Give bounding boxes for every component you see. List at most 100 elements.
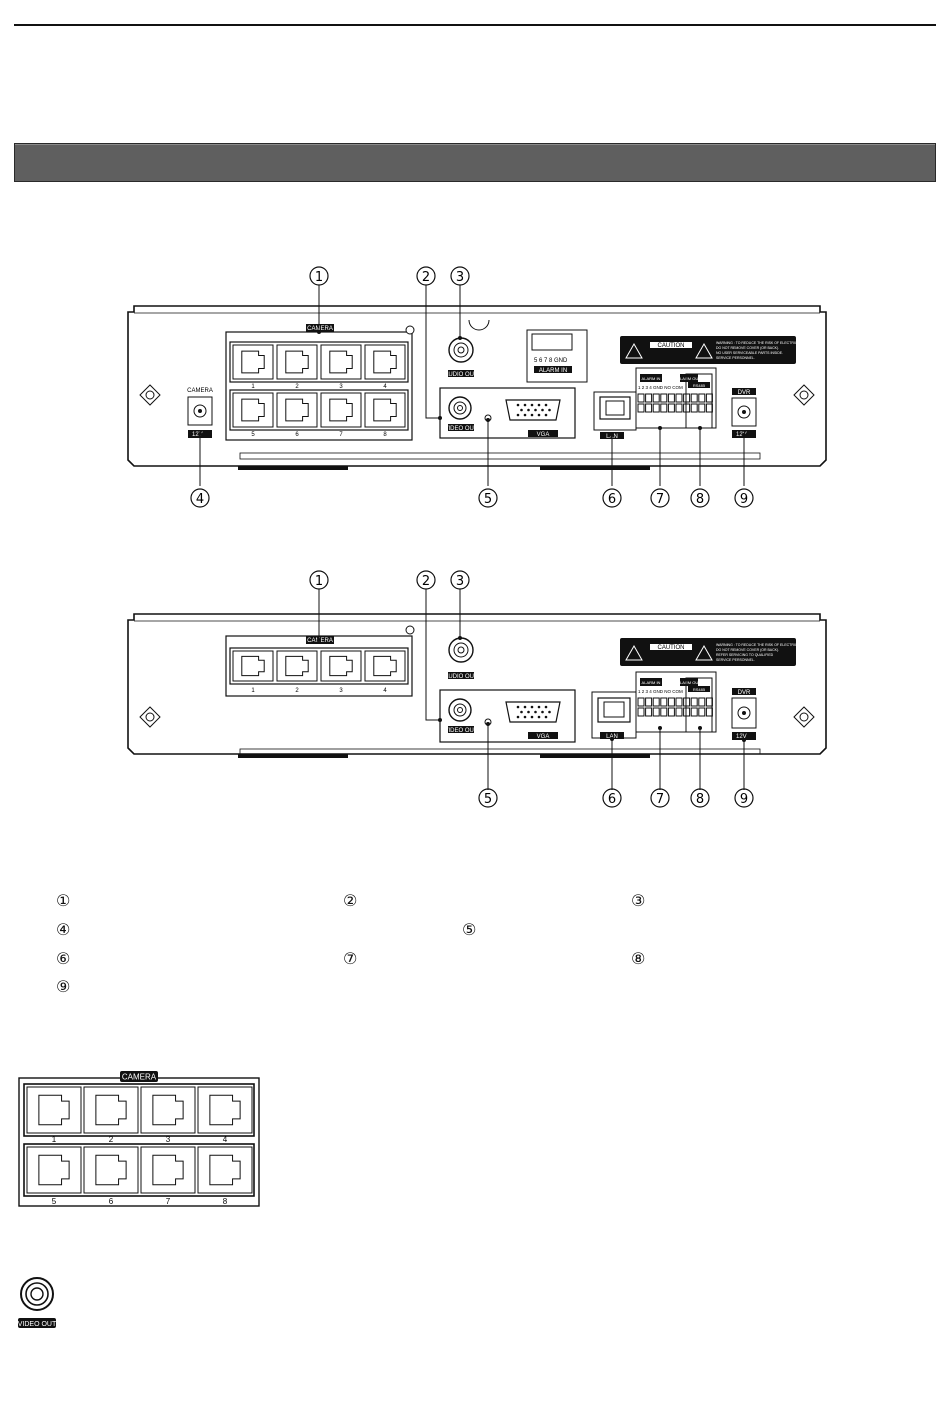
port-number-label: 6: [295, 432, 299, 438]
port-number-label: 5: [52, 1197, 57, 1206]
mount-hole-right: [793, 384, 815, 406]
svg-text:5: 5: [484, 792, 492, 807]
svg-text:RS485: RS485: [693, 687, 706, 692]
svg-text:REFER SERVICING TO QUALIFIED: REFER SERVICING TO QUALIFIED: [716, 653, 774, 657]
svg-text:6: 6: [608, 492, 616, 507]
svg-text:8: 8: [696, 792, 704, 807]
svg-text:2: 2: [422, 574, 430, 589]
svg-text:CAUTION: CAUTION: [658, 343, 685, 349]
rj-port: [197, 1146, 253, 1194]
top-rule: [14, 24, 936, 26]
port-number-label: 7: [339, 432, 343, 438]
rj-port: [364, 650, 406, 682]
port-number-label: 7: [166, 1197, 171, 1206]
legend-mark-5: ⑤: [462, 920, 477, 939]
rj-port: [83, 1086, 139, 1134]
svg-text:ALARM IN: ALARM IN: [642, 376, 661, 381]
alarm-terminal-block: ALARM IN ALARM OUT 1 2 3 4 GND NO COM: [635, 367, 717, 429]
svg-text:3: 3: [456, 574, 464, 589]
rj-port: [364, 344, 406, 380]
legend-mark-6: ⑥: [56, 949, 71, 968]
legend-mark-9: ⑨: [56, 977, 71, 996]
video-out-detail: VIDEO OUT: [16, 1276, 58, 1330]
port-number-label: 4: [223, 1135, 228, 1144]
svg-text:5 6 7 8 GND: 5 6 7 8 GND: [534, 358, 568, 364]
svg-text:1 2 3 4 GND NO COM: 1 2 3 4 GND NO COM: [638, 689, 683, 694]
svg-text:7: 7: [656, 492, 664, 507]
rj-port: [276, 344, 318, 380]
svg-text:CAMERA: CAMERA: [307, 326, 333, 332]
alarm-in-top-block: 5 6 7 8 GND ALARM IN: [526, 329, 588, 383]
svg-text:AUDIO OUT: AUDIO OUT: [444, 372, 478, 378]
svg-text:12V: 12V: [736, 734, 747, 740]
rj-port: [140, 1146, 196, 1194]
legend-mark-7: ⑦: [343, 949, 358, 968]
port-number-label: 3: [339, 384, 343, 390]
rj-port: [26, 1146, 82, 1194]
lan-port: LAN: [591, 691, 637, 740]
caution-label: CAUTION WARNING : TO REDUCE THE RISK OF …: [620, 638, 812, 666]
port-number-label: 1: [251, 688, 255, 694]
svg-text:ALARM OUT: ALARM OUT: [677, 376, 701, 381]
port-number-label: 3: [339, 688, 343, 694]
camera-power-label: CAMERA: [187, 388, 213, 394]
svg-text:ALARM IN: ALARM IN: [539, 368, 567, 374]
port-number-label: 8: [223, 1197, 228, 1206]
rj-port: [140, 1086, 196, 1134]
svg-text:8: 8: [696, 492, 704, 507]
svg-text:AUDIO OUT: AUDIO OUT: [444, 674, 478, 680]
svg-text:9: 9: [740, 492, 748, 507]
svg-text:1: 1: [315, 574, 323, 589]
port-number-label: 4: [383, 384, 387, 390]
rs485-terminal-block: RS485: [685, 677, 713, 733]
svg-text:3: 3: [456, 270, 464, 285]
port-number-label: 6: [109, 1197, 114, 1206]
dvr-power-port: DVR 12V: [731, 688, 757, 740]
rj-port: [232, 650, 274, 682]
rj-port: [232, 344, 274, 380]
audio-out-port: AUDIO OUT: [444, 337, 478, 378]
port-number-label: 3: [166, 1135, 171, 1144]
svg-text:DVR: DVR: [738, 690, 751, 696]
rj-port: [364, 392, 406, 428]
callout-1: 1: [309, 266, 329, 286]
svg-text:VIDEO OUT: VIDEO OUT: [444, 728, 477, 734]
callout-2: 2: [416, 266, 436, 286]
audio-out-port: AUDIO OUT: [444, 637, 478, 680]
rj-port: [276, 392, 318, 428]
svg-text:SERVICE PERSONNEL.: SERVICE PERSONNEL.: [716, 658, 755, 662]
video-vga-panel: VIDEO OUT VGA: [439, 387, 576, 439]
port-number-label: 1: [52, 1135, 57, 1144]
rj-port: [320, 344, 362, 380]
svg-text:1: 1: [315, 270, 323, 285]
svg-text:2: 2: [422, 270, 430, 285]
svg-text:7: 7: [656, 792, 664, 807]
svg-text:9: 9: [740, 792, 748, 807]
rj-port: [26, 1086, 82, 1134]
svg-text:1 2 3 4 GND NO COM: 1 2 3 4 GND NO COM: [638, 385, 683, 390]
svg-text:RS485: RS485: [693, 383, 706, 388]
svg-text:DO NOT REMOVE COVER (OR BACK).: DO NOT REMOVE COVER (OR BACK).: [716, 648, 779, 652]
rj-port: [83, 1146, 139, 1194]
port-number-label: 2: [295, 384, 299, 390]
legend-mark-4: ④: [56, 920, 71, 939]
svg-text:VGA: VGA: [537, 432, 550, 438]
port-number-label: 2: [295, 688, 299, 694]
svg-text:ALARM OUT: ALARM OUT: [677, 680, 701, 685]
svg-text:SERVICE PERSONNEL.: SERVICE PERSONNEL.: [716, 356, 755, 360]
rj-port: [276, 650, 318, 682]
svg-text:CAUTION: CAUTION: [658, 645, 685, 651]
svg-text:6: 6: [608, 792, 616, 807]
legend-mark-2: ②: [343, 891, 358, 910]
svg-text:5: 5: [484, 492, 492, 507]
svg-text:DVR: DVR: [738, 390, 751, 396]
rj-port: [232, 392, 274, 428]
mount-hole-left: [139, 384, 161, 406]
callout-legend: ① ② ③ ④ ⑤ ⑥ ⑦ ⑧ ⑨: [56, 893, 936, 1003]
svg-text:WARNING : TO REDUCE THE RISK O: WARNING : TO REDUCE THE RISK OF ELECTRIC…: [716, 643, 812, 647]
alarm-terminal-block: ALARM IN ALARM OUT 1 2 3 4 GND NO COM: [635, 671, 717, 733]
caution-label: CAUTION WARNING : TO REDUCE THE RISK OF …: [620, 336, 812, 364]
svg-text:DO NOT REMOVE COVER (OR BACK).: DO NOT REMOVE COVER (OR BACK).: [716, 346, 779, 350]
